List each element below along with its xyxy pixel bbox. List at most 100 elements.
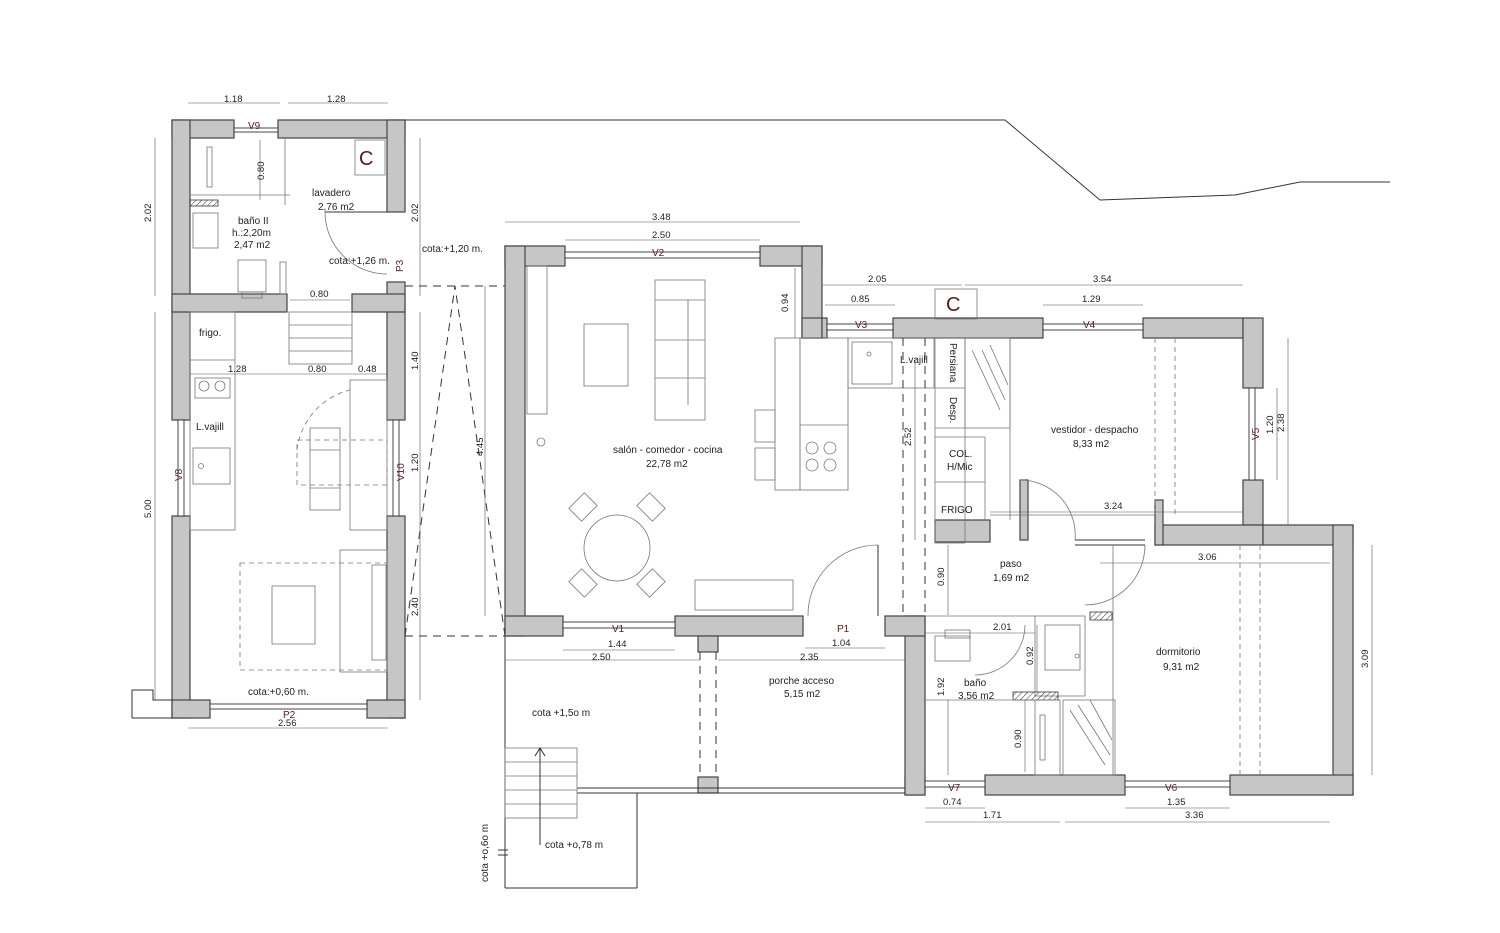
- dim-row-048: 0.48: [358, 364, 377, 375]
- lvajill-right-label: L.vajill: [900, 355, 928, 366]
- level-terrace: cota +1,5o m: [532, 708, 590, 719]
- lvajill-left-label: L.vajill: [196, 422, 224, 433]
- chimney-right-label: C: [946, 294, 960, 316]
- bano2-name: baño II: [238, 216, 269, 227]
- porche-name: porche acceso: [769, 676, 834, 687]
- connection-lines: [404, 285, 506, 637]
- level-left-floor: cota:+0,60 m.: [248, 687, 309, 698]
- level-left-door: cota:+1,26 m.: [329, 256, 390, 267]
- main-building-windows: [562, 251, 1256, 788]
- dim-main-306: 3.06: [1198, 552, 1217, 563]
- dim-right-202: 2.02: [410, 204, 421, 223]
- left-building-windows: [177, 127, 400, 710]
- salon-area: 22,78 m2: [646, 459, 688, 470]
- dim-main-354: 3.54: [1093, 274, 1112, 285]
- frigo-left-label: frigo.: [199, 328, 221, 339]
- window-v4: V4: [1083, 320, 1096, 331]
- door-p1: P1: [837, 624, 850, 635]
- dim-main-250b: 2.50: [592, 652, 611, 663]
- main-building-furniture: [526, 265, 1261, 776]
- door-p3: P3: [395, 259, 406, 272]
- window-v9: V9: [248, 121, 261, 132]
- persiana-label: Persiana: [947, 343, 958, 383]
- paso-area: 1,69 m2: [993, 573, 1030, 584]
- porch-terrace: [498, 636, 905, 889]
- dim-top-b: 1.28: [327, 94, 346, 105]
- dim-main-135: 1.35: [1167, 797, 1186, 808]
- bano2-height: h.:2,20m: [232, 228, 271, 239]
- window-v3: V3: [855, 320, 868, 331]
- door-p2: P2: [283, 710, 296, 721]
- dim-main-445: 4.45: [475, 438, 486, 457]
- dim-left-500: 5.00: [143, 500, 154, 519]
- dim-v-140: 1.40: [410, 352, 421, 371]
- dim-row-080: 0.80: [308, 364, 327, 375]
- salon-name: salón - comedor - cocina: [613, 445, 723, 456]
- vestidor-name: vestidor - despacho: [1051, 425, 1139, 436]
- chimney-left-label: C: [359, 148, 373, 170]
- dim-main-171: 1.71: [983, 810, 1002, 821]
- porche-area: 5,15 m2: [784, 689, 821, 700]
- dim-inner-080v: 0.80: [256, 162, 267, 181]
- dim-main-090b: 0.90: [1013, 730, 1024, 749]
- dim-main-201: 2.01: [993, 622, 1012, 633]
- lavadero-name: lavadero: [312, 188, 351, 199]
- window-v2: V2: [652, 248, 665, 259]
- main-building-dimension-lines: [354, 139, 1373, 823]
- dim-main-192: 1.92: [936, 678, 947, 697]
- dim-main-205: 2.05: [868, 274, 887, 285]
- level-left-outside: cota:+1,20 m.: [422, 244, 483, 255]
- left-building-furniture: [189, 138, 388, 673]
- terrain-line: [405, 119, 1390, 201]
- window-v10: V10: [396, 463, 407, 481]
- dim-main-250: 2.50: [652, 230, 671, 241]
- dim-inner-080h: 0.80: [310, 289, 329, 300]
- level-stair-bottom: cota +o,78 m: [545, 840, 603, 851]
- paso-name: paso: [1000, 559, 1022, 570]
- hmic-label: H/Mic: [947, 462, 973, 473]
- dim-v-240: 2.40: [410, 598, 421, 617]
- dim-main-085: 0.85: [851, 294, 870, 305]
- plan-labels: C lavadero 2,76 m2 baño II h.:2,20m 2,47…: [143, 94, 1371, 882]
- dim-main-074: 0.74: [943, 797, 962, 808]
- dim-main-238: 2.38: [1276, 414, 1287, 433]
- dim-main-090a: 0.90: [936, 568, 947, 587]
- bano2-area: 2,47 m2: [234, 240, 271, 251]
- frigo-right-label: FRIGO: [941, 505, 973, 516]
- dim-main-235: 2.35: [800, 652, 819, 663]
- bano-name: baño: [964, 678, 987, 689]
- lavadero-area: 2,76 m2: [318, 202, 355, 213]
- dim-row-128: 1.28: [228, 364, 247, 375]
- dim-main-092: 0.92: [1025, 647, 1036, 666]
- window-v1: V1: [612, 624, 625, 635]
- dim-top-a: 1.18: [224, 94, 243, 105]
- dim-left-202: 2.02: [143, 204, 154, 223]
- col-label: COL.: [949, 449, 972, 460]
- level-stair-vertical: cota +o,6o m: [480, 824, 491, 882]
- dim-v-120: 1.20: [410, 454, 421, 473]
- window-v5: V5: [1251, 427, 1262, 440]
- dim-main-252: 2.52: [903, 428, 914, 447]
- dormitorio-area: 9,31 m2: [1163, 662, 1200, 673]
- window-v8: V8: [174, 468, 185, 481]
- left-building-walls: [171, 119, 406, 719]
- main-building-walls: [504, 245, 1354, 796]
- dim-main-094: 0.94: [780, 294, 791, 313]
- bano-area: 3,56 m2: [958, 691, 995, 702]
- left-building-dimension-lines: [131, 102, 421, 729]
- dormitorio-name: dormitorio: [1156, 647, 1201, 658]
- dim-main-324: 3.24: [1104, 501, 1123, 512]
- dim-main-129: 1.29: [1082, 294, 1101, 305]
- desp-label: Desp.: [947, 397, 958, 423]
- dim-main-309: 3.09: [1360, 650, 1371, 669]
- vestidor-area: 8,33 m2: [1073, 439, 1110, 450]
- dim-main-336: 3.36: [1185, 810, 1204, 821]
- dim-main-104: 1.04: [832, 638, 851, 649]
- window-v6: V6: [1165, 783, 1178, 794]
- dim-main-120: 1.20: [1265, 416, 1276, 435]
- dim-main-348: 3.48: [652, 212, 671, 223]
- dim-bottom-256: 2.56: [278, 718, 297, 729]
- window-v7: V7: [948, 783, 961, 794]
- dim-main-144: 1.44: [608, 639, 627, 650]
